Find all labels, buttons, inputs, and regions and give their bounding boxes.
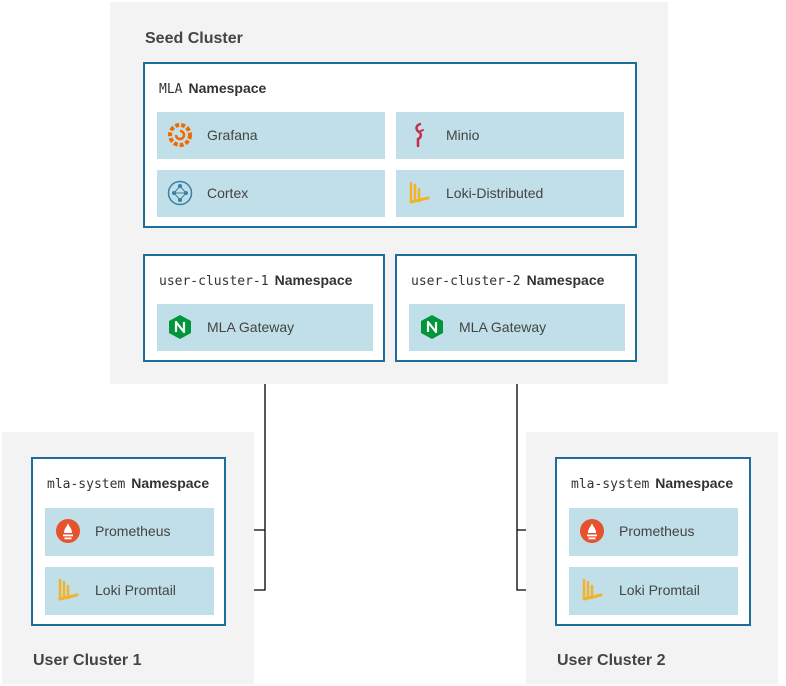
user-cluster-1-mla-system-namespace: mla-system Namespace Prometheus Loki Prom… xyxy=(31,457,226,626)
namespace-code: user-cluster-2 xyxy=(411,274,521,289)
component-mla-gateway-1: MLA Gateway xyxy=(157,304,373,351)
component-label: MLA Gateway xyxy=(207,319,295,335)
component-prometheus: Prometheus xyxy=(569,508,738,556)
user-cluster-2-title: User Cluster 2 xyxy=(557,652,666,669)
component-label: Prometheus xyxy=(95,523,171,539)
component-label: Prometheus xyxy=(619,523,695,539)
namespace-label: Namespace xyxy=(274,272,353,288)
namespace-code: MLA xyxy=(159,82,183,97)
component-label: Cortex xyxy=(207,185,249,201)
grafana-icon xyxy=(168,123,192,147)
component-prometheus: Prometheus xyxy=(45,508,214,556)
component-loki-promtail: Loki Promtail xyxy=(569,567,738,615)
component-label: Minio xyxy=(446,127,480,143)
namespace-code: user-cluster-1 xyxy=(159,274,269,289)
user-cluster-1-namespace-title: user-cluster-1 Namespace xyxy=(159,272,352,289)
nginx-icon xyxy=(421,315,443,339)
component-loki-distributed: Loki-Distributed xyxy=(396,170,624,217)
component-minio: Minio xyxy=(396,112,624,159)
prometheus-icon xyxy=(56,519,80,543)
namespace-code: mla-system xyxy=(47,477,126,492)
user-cluster-2-mla-system-namespace: mla-system Namespace Prometheus Loki Prom… xyxy=(555,457,751,626)
component-loki-promtail: Loki Promtail xyxy=(45,567,214,615)
seed-cluster-title: Seed Cluster xyxy=(145,30,243,47)
component-label: Loki Promtail xyxy=(619,582,700,598)
component-label: Loki Promtail xyxy=(95,582,176,598)
nginx-icon xyxy=(169,315,191,339)
mla-system-namespace-title: mla-system Namespace xyxy=(47,475,209,492)
loki-icon xyxy=(58,578,79,601)
loki-icon xyxy=(582,578,603,601)
namespace-code: mla-system xyxy=(571,477,650,492)
mla-namespace: MLA Namespace Grafana Minio Cortex Loki-D… xyxy=(143,62,637,228)
namespace-label: Namespace xyxy=(131,475,210,491)
component-mla-gateway-2: MLA Gateway xyxy=(409,304,625,351)
user-cluster-2-namespace-title: user-cluster-2 Namespace xyxy=(411,272,604,289)
loki-icon xyxy=(409,181,430,204)
minio-icon xyxy=(415,122,424,148)
prometheus-icon xyxy=(580,519,604,543)
mla-system-namespace-title: mla-system Namespace xyxy=(571,475,733,492)
namespace-label: Namespace xyxy=(655,475,734,491)
mla-namespace-title: MLA Namespace xyxy=(159,80,266,97)
component-label: Loki-Distributed xyxy=(446,185,544,201)
component-label: MLA Gateway xyxy=(459,319,547,335)
user-cluster-1-title: User Cluster 1 xyxy=(33,652,142,669)
cortex-icon xyxy=(167,180,193,206)
component-label: Grafana xyxy=(207,127,258,143)
user-cluster-1-namespace: user-cluster-1 Namespace MLA Gateway xyxy=(143,254,385,362)
component-grafana: Grafana xyxy=(157,112,385,159)
component-cortex: Cortex xyxy=(157,170,385,217)
namespace-label: Namespace xyxy=(526,272,605,288)
user-cluster-2-namespace: user-cluster-2 Namespace MLA Gateway xyxy=(395,254,637,362)
namespace-label: Namespace xyxy=(188,80,267,96)
